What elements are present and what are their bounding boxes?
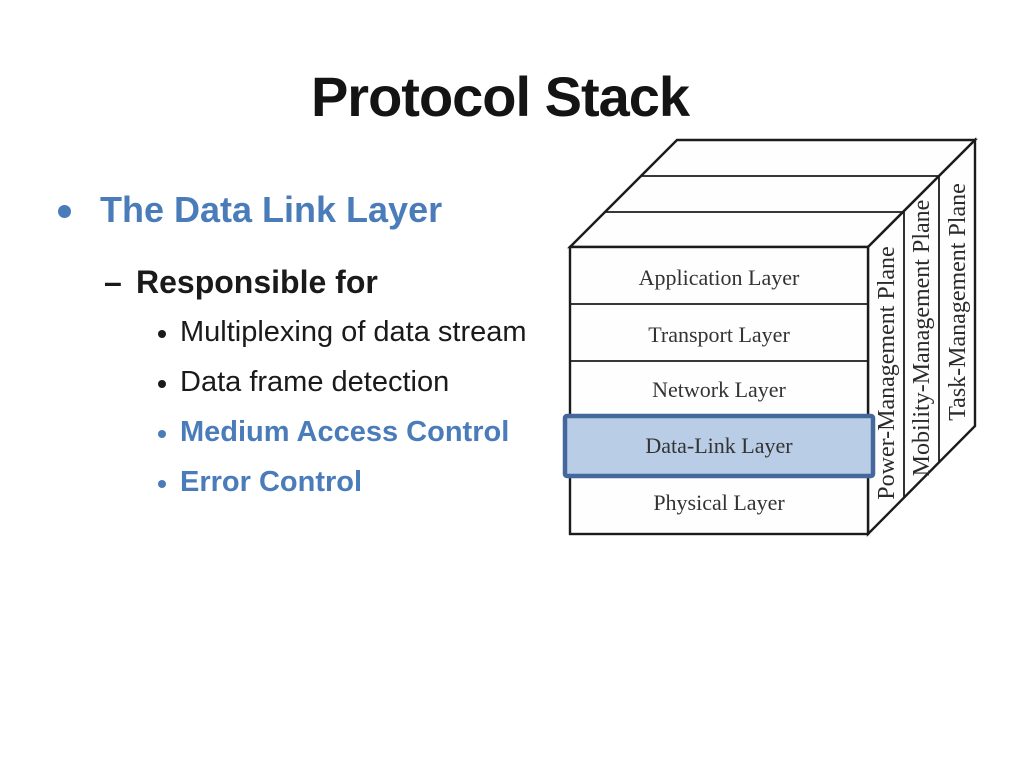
plane-label-task: Task-Management Plane: [945, 183, 971, 421]
plane-label-mobility: Mobility-Management Plane: [909, 200, 935, 477]
layer-label-datalink: Data-Link Layer: [645, 433, 793, 458]
layer-label-physical: Physical Layer: [653, 490, 785, 515]
sub-bullet-frame-detection: Data frame detection: [180, 366, 450, 398]
bullet-level2-heading: Responsible for: [136, 264, 378, 300]
layer-label-application: Application Layer: [639, 265, 800, 290]
bullet-dot-sub: [158, 480, 166, 488]
bullet-dot-sub: [158, 380, 166, 388]
datalink-highlight: [562, 413, 876, 479]
plane-label-power: Power-Management Plane: [874, 246, 900, 499]
front-face-layers: [568, 245, 870, 536]
side-face-planes: [866, 137, 977, 537]
page-title: Protocol Stack: [310, 65, 690, 128]
layer-label-network: Network Layer: [652, 377, 786, 402]
sub-bullet-multiplexing: Multiplexing of data stream: [180, 316, 527, 348]
layer-label-transport: Transport Layer: [648, 322, 790, 347]
bullet-level1-heading: The Data Link Layer: [100, 189, 443, 230]
sub-bullet-error-control: Error Control: [180, 466, 363, 498]
bullet-dot-sub: [158, 430, 166, 438]
bullet-dot-sub: [158, 330, 166, 338]
sub-bullet-mac: Medium Access Control: [180, 416, 510, 448]
dash-marker: –: [104, 264, 122, 300]
bullet-dot-level1: [58, 205, 71, 218]
